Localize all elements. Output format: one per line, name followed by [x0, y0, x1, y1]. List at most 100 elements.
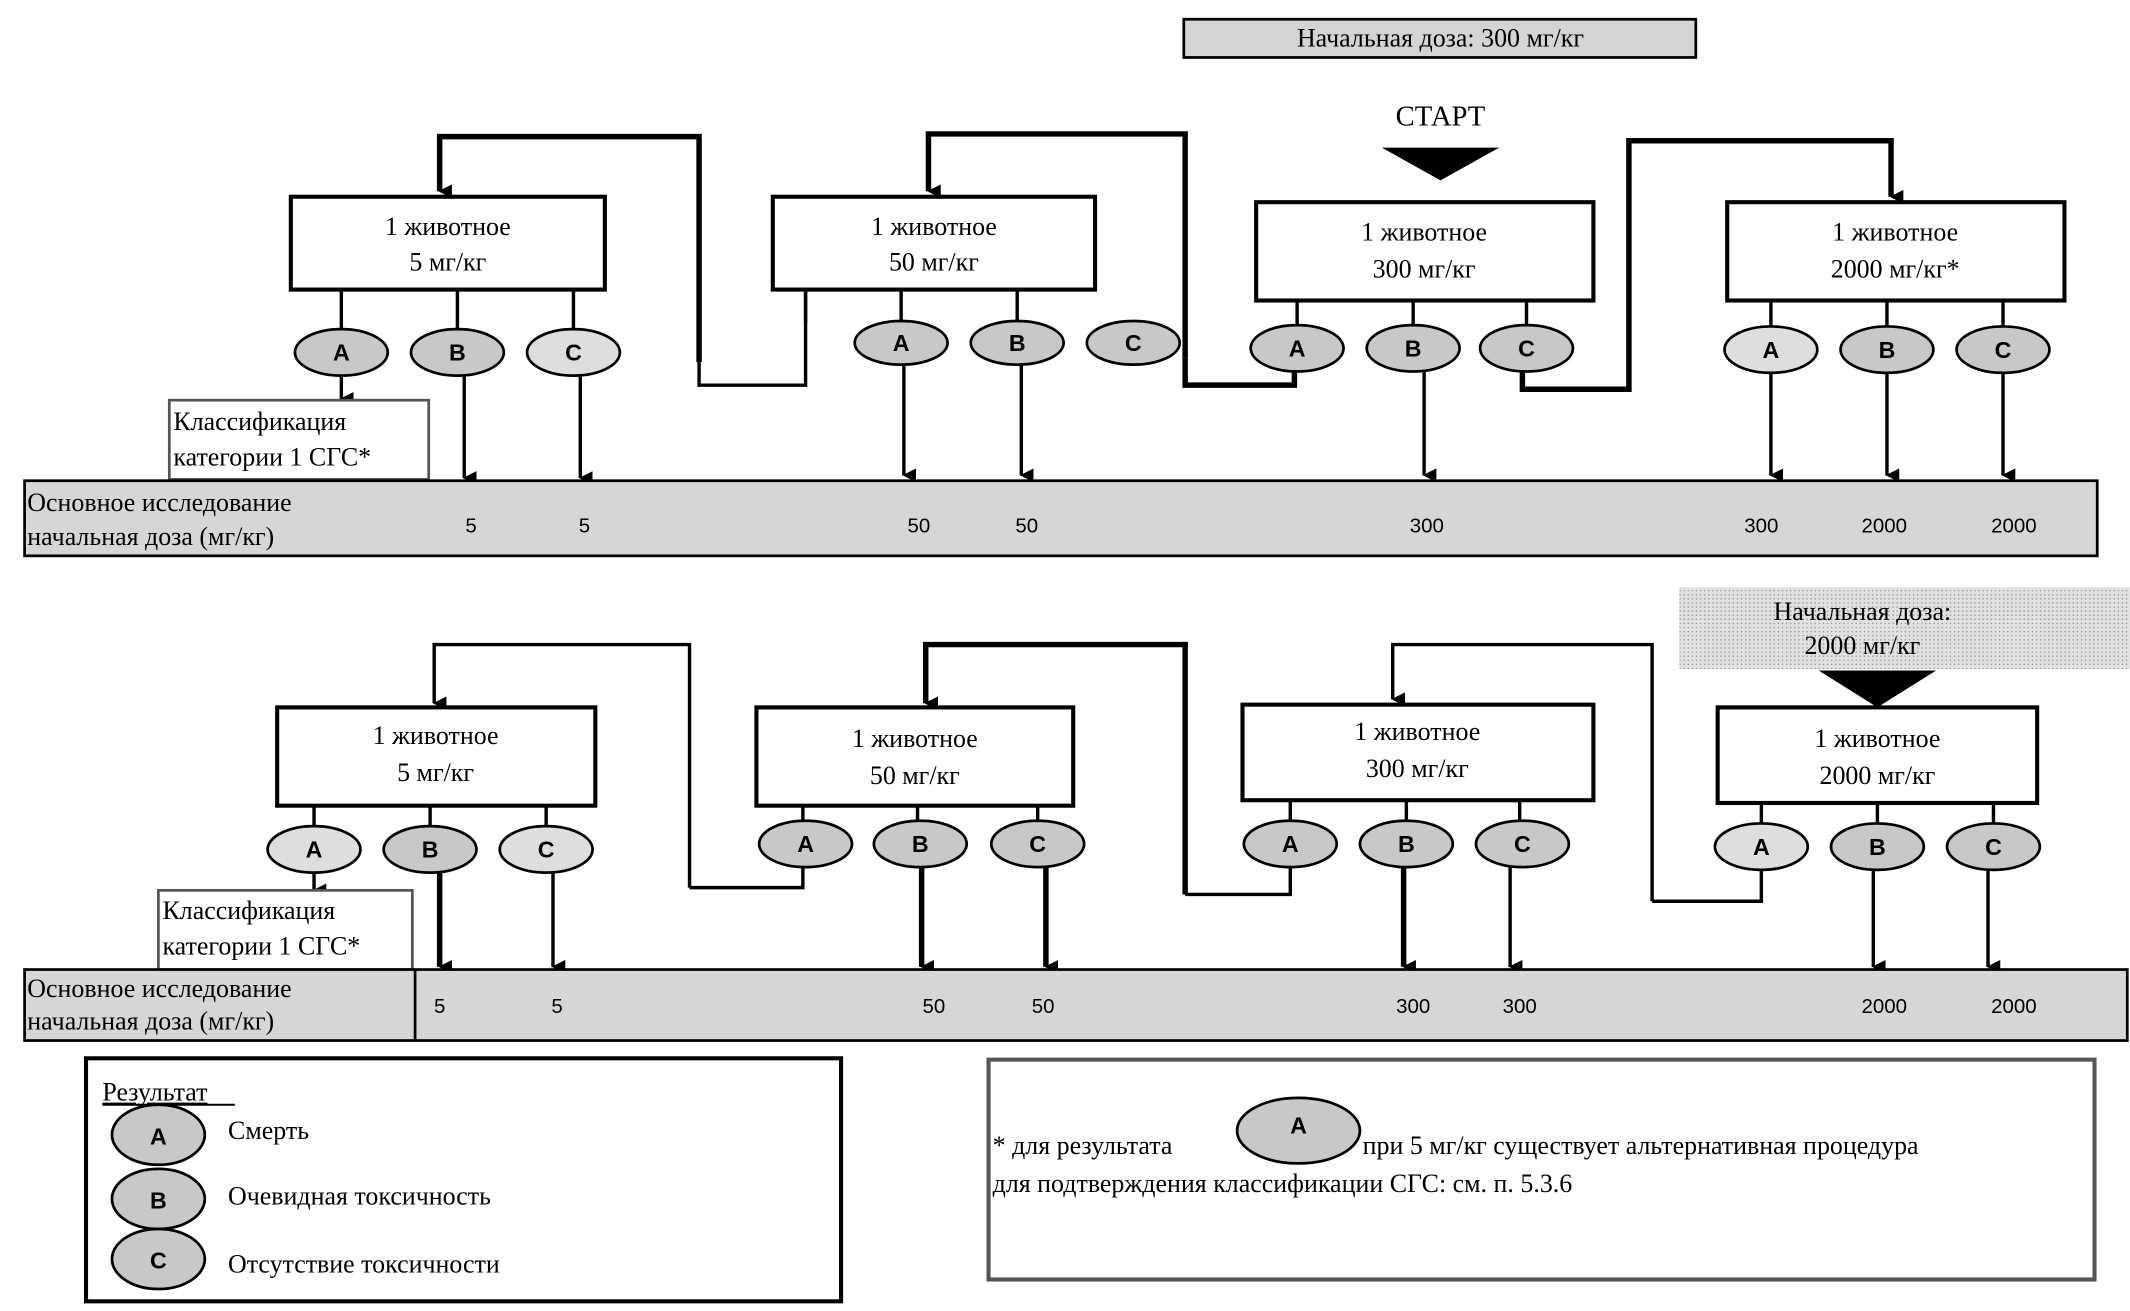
- svg-text:300: 300: [1396, 995, 1430, 1018]
- svg-text:при 5 мг/кг существует альтерн: при 5 мг/кг существует альтернативная пр…: [1363, 1131, 1919, 1160]
- svg-text:2000: 2000: [1861, 515, 1907, 538]
- svg-text:начальная доза (мг/кг): начальная доза (мг/кг): [27, 1007, 274, 1036]
- connector-300-to-50: [925, 131, 1188, 358]
- main-study-band-bottom: Основное исследование начальная доза (мг…: [23, 968, 2129, 1042]
- oval-5-B: B: [382, 824, 478, 874]
- svg-text:A: A: [1289, 335, 1306, 361]
- oval-2000-C: C: [1945, 822, 2042, 872]
- start-dose-header: [1182, 17, 1698, 59]
- svg-text:1 животное: 1 животное: [1354, 717, 1480, 746]
- oval-5-C: C: [498, 824, 594, 874]
- oval-2000-C: C: [1955, 325, 2051, 375]
- outcome-ovals-top: A B C A B C A B C A B C: [293, 319, 2051, 377]
- svg-text:Очевидная токсичность: Очевидная токсичность: [228, 1181, 491, 1210]
- oval-300-B: B: [1358, 819, 1455, 869]
- start-label: СТАРТ: [1396, 101, 1486, 133]
- svg-text:C: C: [1518, 335, 1535, 361]
- start-dose-header-2000: [1679, 587, 2130, 670]
- svg-text:B: B: [1009, 330, 1026, 356]
- svg-text:для подтверждения классификаци: для подтверждения классификации СГС: см.…: [993, 1169, 1573, 1198]
- oval-5-C: C: [525, 327, 622, 377]
- svg-text:2000 мг/кг*: 2000 мг/кг*: [1831, 254, 1960, 283]
- svg-text:5 мг/кг: 5 мг/кг: [397, 758, 474, 787]
- svg-text:300 мг/кг: 300 мг/кг: [1373, 254, 1476, 283]
- connector-50A: [697, 289, 808, 387]
- svg-text:2000: 2000: [1991, 995, 2037, 1018]
- stems: [339, 289, 2005, 331]
- svg-text:* для результата: * для результата: [993, 1131, 1173, 1160]
- classification-box-bottom: Классификация категории 1 СГС*: [157, 888, 414, 971]
- svg-text:2000 мг/кг: 2000 мг/кг: [1819, 761, 1935, 790]
- oval-2000-A: A: [1723, 325, 1819, 375]
- svg-text:1 животное: 1 животное: [852, 724, 978, 753]
- svg-text:50 мг/кг: 50 мг/кг: [889, 247, 979, 276]
- svg-text:C: C: [538, 837, 555, 863]
- svg-text:300: 300: [1410, 515, 1444, 538]
- oval-5-B: B: [409, 327, 506, 377]
- oval-50-B: B: [872, 819, 969, 869]
- svg-text:300: 300: [1744, 515, 1778, 538]
- footnote-box: * для результата A при 5 мг/кг существуе…: [986, 1057, 2097, 1282]
- oval-2000-A: A: [1713, 822, 1810, 872]
- svg-text:Классификация: Классификация: [162, 896, 335, 925]
- svg-text:C: C: [1029, 831, 1046, 857]
- svg-text:начальная доза (мг/кг): начальная доза (мг/кг): [27, 522, 274, 551]
- svg-text:Смерть: Смерть: [228, 1116, 309, 1145]
- svg-text:C: C: [1125, 330, 1142, 356]
- svg-text:50: 50: [1032, 995, 1055, 1018]
- dose-box-50: 1 животное 50 мг/кг: [770, 194, 1098, 292]
- svg-text:C: C: [1985, 834, 2002, 860]
- oval-50-C: C: [989, 819, 1086, 869]
- svg-text:B: B: [422, 837, 439, 863]
- result-arrows-top: [339, 364, 2016, 485]
- connector-300-to-50: [923, 641, 1188, 895]
- svg-text:2000: 2000: [1861, 995, 1907, 1018]
- svg-text:B: B: [1879, 337, 1896, 363]
- svg-text:50: 50: [1015, 515, 1038, 538]
- connector-300A: [1185, 865, 1292, 897]
- svg-text:5: 5: [579, 515, 590, 538]
- svg-text:1 животное: 1 животное: [1832, 217, 1958, 246]
- svg-text:A: A: [150, 1123, 167, 1149]
- oval-5-A: A: [266, 824, 362, 874]
- connector-50-to-5: [432, 642, 692, 888]
- svg-text:5: 5: [465, 515, 476, 538]
- start-arrow-icon: [1381, 147, 1500, 181]
- svg-text:A: A: [1753, 834, 1770, 860]
- svg-text:B: B: [1405, 335, 1422, 361]
- svg-text:A: A: [1763, 337, 1780, 363]
- connector-2000A: [1652, 868, 1764, 903]
- svg-text:A: A: [333, 340, 350, 366]
- svg-text:2000: 2000: [1991, 515, 2037, 538]
- main-study-band-top: Основное исследование начальная доза (мг…: [23, 479, 2099, 558]
- legend-title: Результат: [102, 1078, 207, 1107]
- connector-2000-to-300: [1390, 642, 1654, 902]
- svg-text:C: C: [150, 1248, 167, 1274]
- oval-300-A: A: [1249, 323, 1345, 373]
- dose-box-2000: 1 животное 2000 мг/кг*: [1725, 200, 2067, 303]
- oval-50-C: C: [1085, 319, 1182, 367]
- svg-text:A: A: [1282, 831, 1299, 857]
- oval-2000-B: B: [1839, 325, 1935, 375]
- svg-text:300 мг/кг: 300 мг/кг: [1366, 754, 1469, 783]
- svg-text:C: C: [565, 340, 582, 366]
- svg-text:категории 1 СГС*: категории 1 СГС*: [173, 443, 371, 472]
- svg-text:Отсутствие токсичности: Отсутствие токсичности: [228, 1250, 500, 1279]
- svg-text:A: A: [797, 831, 814, 857]
- svg-text:категории 1 СГС*: категории 1 СГС*: [162, 932, 360, 961]
- svg-text:1 животное: 1 животное: [385, 212, 511, 241]
- classification-box-top: Классификация категории 1 СГС*: [167, 398, 431, 481]
- svg-text:Основное исследование: Основное исследование: [27, 488, 291, 517]
- oval-300-B: B: [1365, 323, 1461, 373]
- result-arrows-bottom: [312, 867, 2001, 974]
- start-arrow-icon: [1818, 670, 1937, 708]
- svg-text:5: 5: [434, 995, 445, 1018]
- dose-box-300: 1 животное 300 мг/кг: [1240, 702, 1596, 803]
- svg-text:A: A: [893, 330, 910, 356]
- connector-50A: [689, 863, 805, 890]
- connector-300C-to-2000: [1519, 138, 1904, 392]
- svg-text:A: A: [1290, 1112, 1307, 1138]
- top-section: Начальная доза: 300 мг/кг СТАРТ 1 животн…: [23, 17, 2099, 558]
- svg-text:1 животное: 1 животное: [1814, 724, 1940, 753]
